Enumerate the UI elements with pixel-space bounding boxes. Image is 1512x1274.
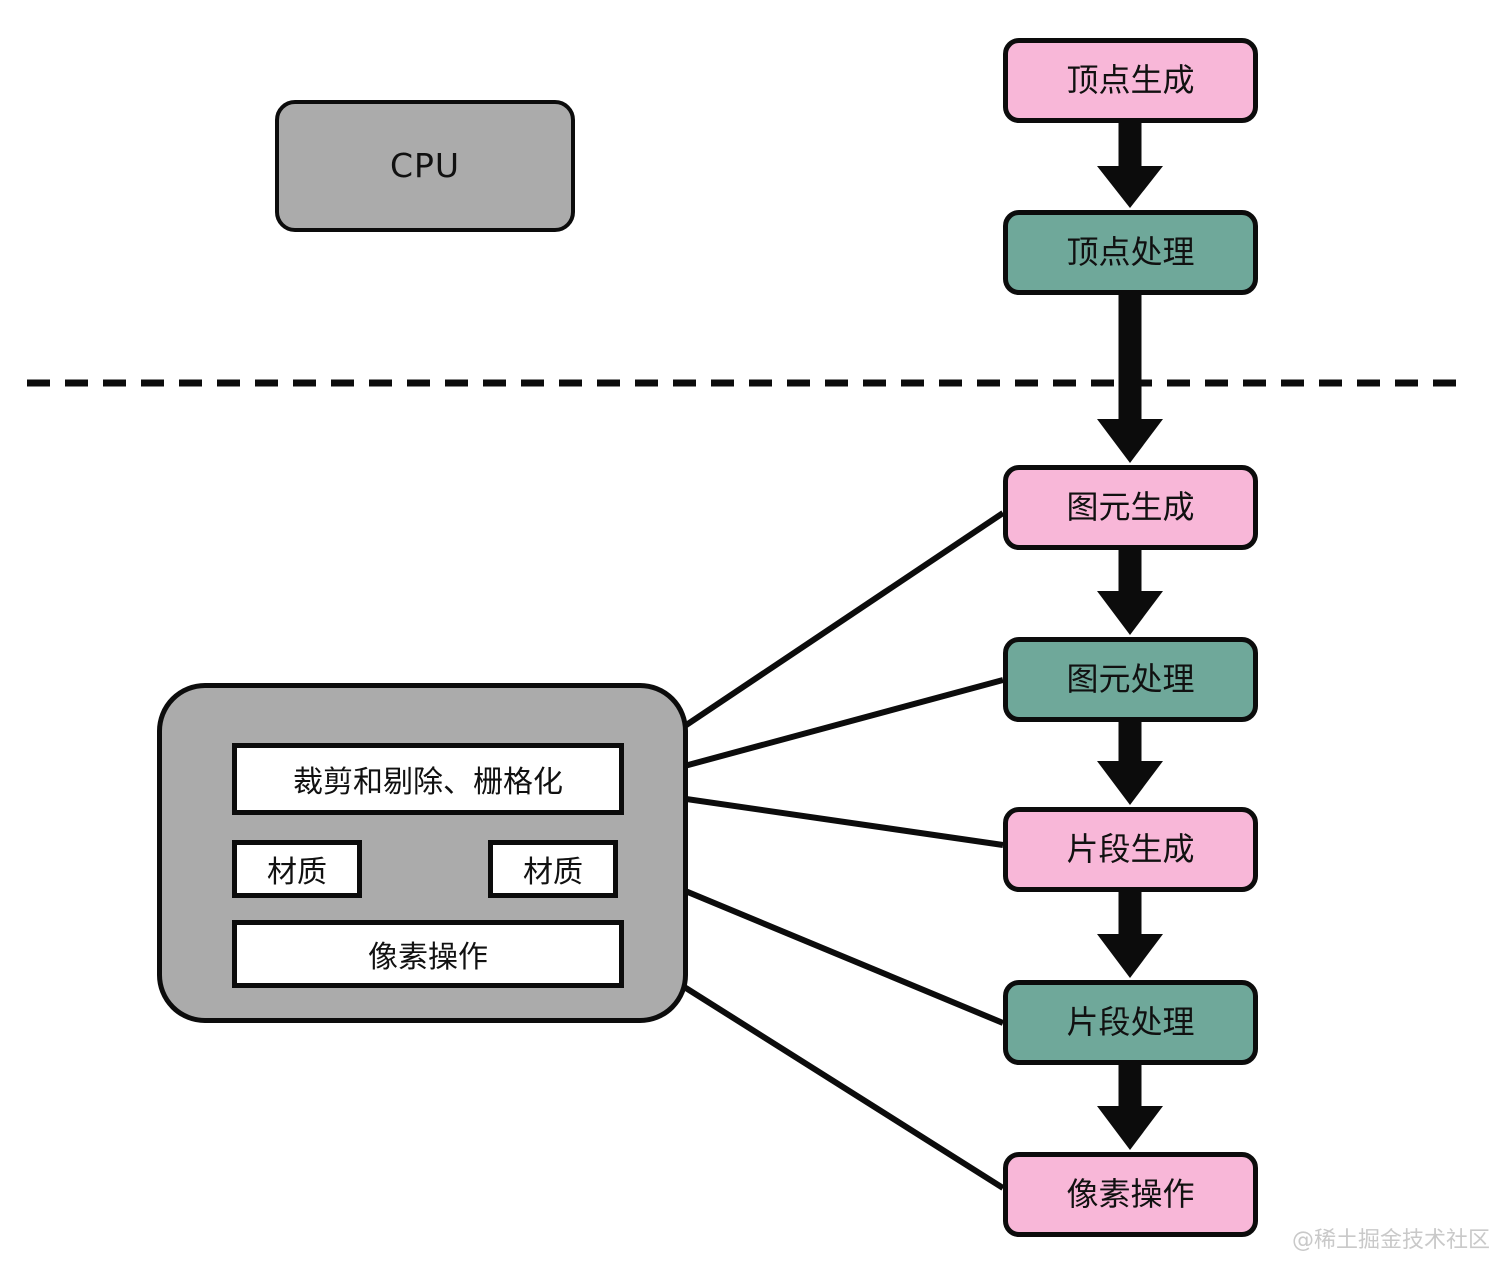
flow-arrow-vertex-gen-to-vertex-proc — [1097, 121, 1163, 208]
gpu-internals-container: 裁剪和剔除、栅格化 材质 材质 像素操作 — [157, 683, 688, 1023]
cpu-box: CPU — [275, 100, 575, 232]
link-primitive-gen-to-clip-box — [632, 510, 1005, 763]
stage-primitive-processing: 图元处理 — [1003, 637, 1258, 722]
stage-vertex-processing: 顶点处理 — [1003, 210, 1258, 295]
watermark-text: @稀土掘金技术社区 — [1292, 1228, 1491, 1253]
stage-pixel-operations: 像素操作 — [1003, 1152, 1258, 1237]
link-fragment-proc-to-material-box — [628, 865, 1005, 1026]
flow-arrow-primitive-proc-to-fragment-gen — [1097, 720, 1163, 805]
flow-arrow-fragment-gen-to-fragment-proc — [1097, 890, 1163, 978]
link-primitive-proc-to-clip-box — [638, 677, 1004, 783]
link-fragment-gen-to-clip-box — [643, 783, 1004, 848]
stage-fragment-processing: 片段处理 — [1003, 980, 1258, 1065]
flow-arrow-vertex-proc-to-primitive-gen — [1097, 293, 1163, 463]
material-box-right: 材质 — [488, 840, 618, 898]
flow-arrow-primitive-gen-to-primitive-proc — [1097, 548, 1163, 635]
clip-cull-rasterize-box: 裁剪和剔除、栅格化 — [232, 743, 624, 815]
flow-arrow-fragment-proc-to-pixel-ops — [1097, 1063, 1163, 1150]
stage-primitive-generation: 图元生成 — [1003, 465, 1258, 550]
pixel-operations-box-internal: 像素操作 — [232, 920, 624, 988]
link-pixel-ops-to-pixel-ops-box — [630, 951, 1005, 1191]
stage-vertex-generation: 顶点生成 — [1003, 38, 1258, 123]
material-box-left: 材质 — [232, 840, 362, 898]
stage-fragment-generation: 片段生成 — [1003, 807, 1258, 892]
